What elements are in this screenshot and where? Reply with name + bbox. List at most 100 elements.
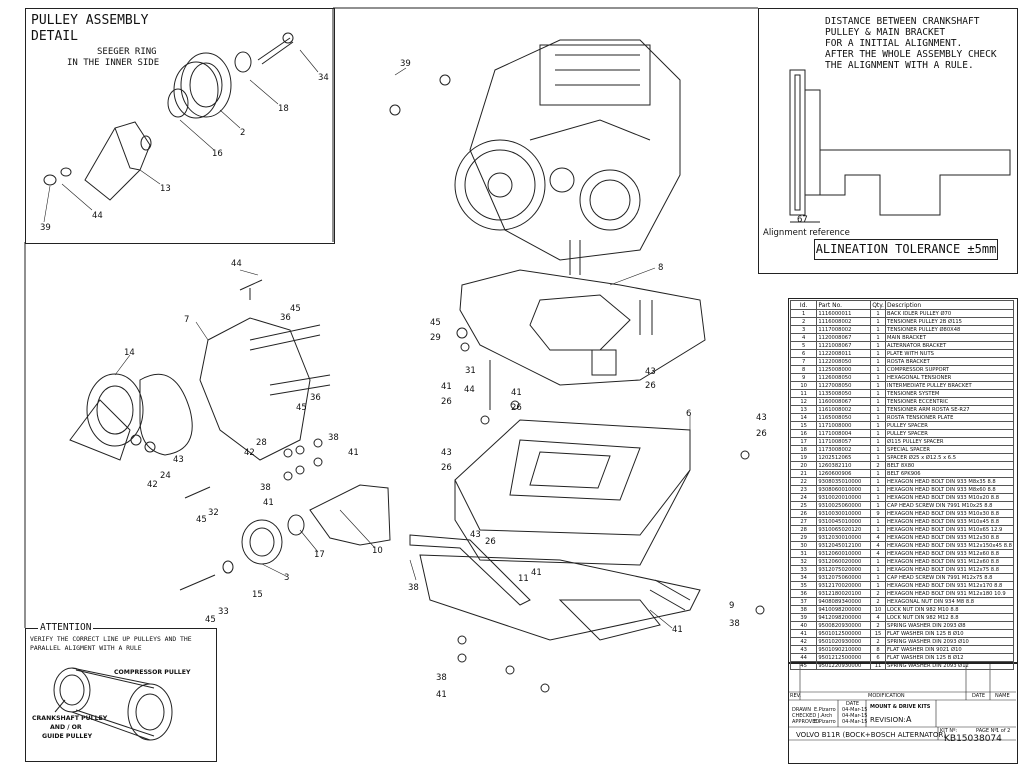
bom-qty: 1 [870,573,887,582]
distance-note-4: AFTER THE WHOLE ASSEMBLY CHECK [825,49,997,60]
seeger-ring-note-2: IN THE INNER SIDE [67,58,160,68]
bom-description: TENSIONER PULLEY 2B Ø115 [885,317,1014,326]
bom-qty: 1 [870,325,887,334]
bom-description: COMPRESSOR SUPPORT [885,365,1014,374]
bom-part-no: 9310030010000 [816,509,872,518]
callout: 29 [430,333,441,343]
bom-part-no: 9312030010000 [816,533,872,542]
bom-id: 40 [789,621,818,630]
bom-part-no: 9308035010000 [816,477,872,486]
bom-id: 15 [789,421,818,430]
bom-qty: 11 [870,661,887,670]
bom-id: 43 [789,645,818,654]
bom-id: 27 [789,517,818,526]
callout: 42 [244,448,255,458]
callout: 41 [441,382,452,392]
callout: 8 [658,263,663,273]
callout: 26 [756,429,767,439]
bom-part-no: 1120008067 [816,333,872,342]
tb-page-label: PAGE Nº: [976,728,999,734]
callout: 45 [205,615,216,625]
bom-description: SPACER Ø25 x Ø12.5 x 6.5 [885,453,1014,462]
attention-line-1: VERIFY THE CORRECT LINE UP PULLEYS AND T… [30,635,192,643]
bom-id: 24 [789,493,818,502]
bom-description: HEXAGON HEAD BOLT DIN 933 M10x45 8.8 [885,517,1014,526]
bom-header-qty: Qty. [870,300,887,310]
callout: 34 [318,73,329,83]
callout: 28 [256,438,267,448]
crankshaft-label-3: GUIDE PULLEY [42,733,93,740]
bom-header-desc: Description [885,300,1014,310]
bom-part-no: 1126008050 [816,373,872,382]
bom-description: HEXAGON HEAD BOLT DIN 933 M10x20 8.8 [885,493,1014,502]
bom-id: 3 [789,325,818,334]
bom-id: 6 [789,349,818,358]
bom-qty: 8 [870,645,887,654]
bom-description: SPRING WASHER DIN 2093 Ø10 [885,637,1014,646]
bom-part-no: 9408089340000 [816,597,872,606]
attention-frame [25,628,217,762]
bom-qty: 4 [870,549,887,558]
bom-qty: 4 [870,533,887,542]
bom-description: HEXAGON HEAD BOLT DIN 931 M12x170 8.8 [885,581,1014,590]
bom-qty: 1 [870,493,887,502]
callout: 26 [645,381,656,391]
bom-qty: 1 [870,485,887,494]
pulley-detail-title: PULLEY ASSEMBLY [31,13,149,28]
bom-description: FLAT WASHER DIN 125 B Ø10 [885,629,1014,638]
distance-note-1: DISTANCE BETWEEN CRANKSHAFT [825,16,980,27]
bom-id: 23 [789,485,818,494]
tb-checked: CHECKED [792,713,817,719]
bom-qty: 2 [870,461,887,470]
tb-approved-date: 04-Mar-15 [842,719,868,725]
distance-note-5: THE ALIGNMENT WITH A RULE. [825,60,974,71]
fasteners [249,74,765,693]
bom-description: PULLEY SPACER [885,421,1014,430]
callout: 31 [465,366,476,376]
bom-part-no: 1260382110 [816,461,872,470]
bom-description: HEXAGON HEAD BOLT DIN 931 M10x65 12.9 [885,525,1014,534]
bom-part-no: 1125008000 [816,365,872,374]
bom-id: 17 [789,437,818,446]
bom-id: 36 [789,589,818,598]
bom-qty: 2 [870,621,887,630]
bom-description: BELT 6PK906 [885,469,1014,478]
bom-qty: 2 [870,637,887,646]
bom-id: 41 [789,629,818,638]
bom-description: LOCK NUT DIN 982 M12 8.8 [885,613,1014,622]
tb-drawn-date: 04-Mar-15 [842,707,868,713]
callout: 13 [160,184,171,194]
bom-part-no: 1161008002 [816,405,872,414]
bom-part-no: 1116000011 [816,309,872,318]
intermediate-pulley-bracket [179,484,391,591]
bom-qty: 1 [870,557,887,566]
bom-description: PULLEY SPACER [885,429,1014,438]
tolerance-box: ALINEATION TOLERANCE ±5mm [814,239,998,260]
pulley-detail-frame [25,8,335,244]
bom-id: 21 [789,469,818,478]
bom-description: HEXAGON HEAD BOLT DIN 931 M12x60 8.8 [885,557,1014,566]
bom-description: FLAT WASHER DIN 125 B Ø12 [885,653,1014,662]
bom-part-no: 9312170020000 [816,581,872,590]
bom-part-no: 1260600906 [816,469,872,478]
